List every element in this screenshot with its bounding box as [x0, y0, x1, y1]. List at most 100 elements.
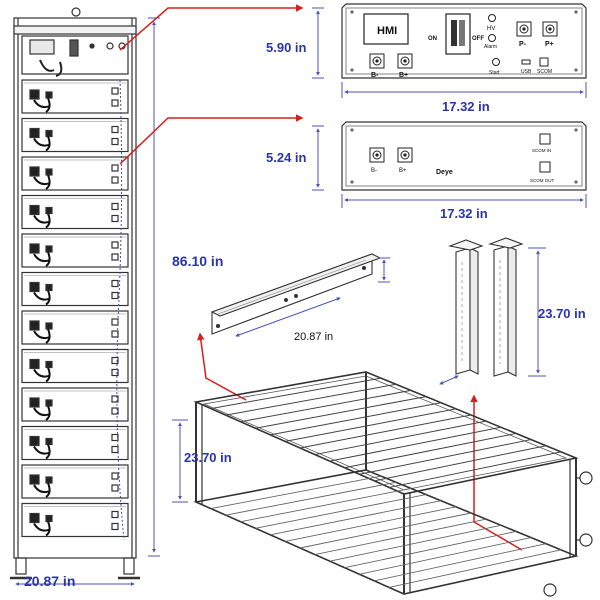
breaker-off-label: OFF [472, 36, 484, 42]
post-right [488, 237, 524, 377]
p-minus-label: P- [519, 41, 527, 48]
start-button-icon [492, 58, 500, 66]
post-height-dimension: 23.70 in [528, 247, 586, 377]
alarm-indicator-icon [488, 34, 496, 42]
module-b-minus-label: B- [371, 168, 377, 174]
p-plus-label: P+ [545, 41, 554, 48]
scom-port-icon [539, 57, 549, 67]
frame-slat-top [359, 439, 532, 475]
frame-slat-bottom [255, 494, 427, 529]
frame-slat-top [299, 414, 472, 449]
scom-label: SCOM [537, 69, 552, 75]
rack-module [21, 233, 129, 268]
module-b-minus-terminal-icon [369, 147, 385, 163]
frame-top [193, 371, 579, 495]
scom-out-port-icon [539, 161, 551, 173]
rack-width-dimension: 20.87 in [15, 573, 135, 589]
hmi-screen [363, 13, 409, 45]
start-label: Start [489, 70, 500, 76]
frame-slat-bottom [314, 518, 487, 556]
module-width-label: 17.32 in [440, 206, 488, 221]
rack-module [21, 425, 129, 461]
post-width-dimension [439, 375, 459, 385]
p-minus-terminal-icon [516, 21, 532, 37]
hmi-b-plus-terminal-icon [397, 53, 413, 69]
rail-height-dimension [378, 257, 390, 283]
frame-height-dimension: 23.70 in [172, 419, 232, 503]
scom-out-label: SCOM OUT [530, 178, 555, 183]
frame-slat-top [270, 402, 442, 436]
mounting-rail [210, 253, 382, 335]
rack-hmi-unit [21, 35, 129, 75]
rack-height-label: 86.10 in [172, 253, 223, 269]
module-housing [341, 121, 587, 191]
frame-slat-top [210, 377, 382, 410]
callout-arrow-rail [197, 332, 247, 401]
hv-label: HV [487, 26, 495, 32]
rack-module [21, 117, 129, 153]
callout-arrow-module [119, 114, 304, 165]
battery-module-panel: B- B+ Deye SCOM IN SCOM OUT [341, 121, 587, 191]
module-b-plus-label: B+ [399, 168, 407, 174]
frame-slat-bottom [240, 487, 412, 523]
frame-height-label: 23.70 in [184, 450, 232, 465]
battery-rack [10, 7, 140, 580]
rack-module [21, 387, 129, 422]
module-b-plus-terminal-icon [397, 147, 413, 163]
frame-slat-top [285, 408, 457, 442]
frame-slat-bottom [374, 543, 547, 582]
hmi-width-dimension: 17.32 in [341, 82, 587, 114]
usb-label: USB [521, 69, 532, 75]
frame-slat-top [255, 396, 427, 429]
hmi-b-plus-label: B+ [399, 72, 408, 79]
module-height-dimension: 5.24 in [266, 125, 324, 191]
hv-indicator-icon [488, 14, 496, 22]
rail-length-dimension: 20.87 in [235, 297, 341, 343]
rack-foot-right [123, 557, 135, 575]
frame-slat-bottom [225, 481, 397, 516]
post-height-label: 23.70 in [538, 306, 586, 321]
frame-bottom [193, 469, 579, 595]
frame-slat-top [374, 445, 547, 482]
frame-slat-bottom [210, 475, 382, 510]
hmi-breaker [445, 13, 471, 55]
frame-slat-bottom [285, 506, 457, 542]
rack-module [21, 79, 129, 114]
frame-slats [210, 377, 562, 588]
frame-slat-bottom [329, 524, 502, 562]
module-height-label: 5.24 in [266, 150, 307, 165]
brand-logo: Deye [436, 169, 453, 176]
rack-width-label: 20.87 in [24, 573, 75, 589]
frame-slat-bottom [389, 549, 562, 588]
rack-module [21, 194, 129, 230]
module-width-dimension: 17.32 in [341, 194, 587, 221]
hmi-height-label: 5.90 in [266, 40, 307, 55]
rack-module [21, 271, 129, 307]
rack-lifting-eye [71, 7, 81, 17]
scom-in-label: SCOM IN [532, 148, 551, 153]
rack-module [21, 310, 129, 345]
rack-module [21, 502, 129, 538]
rack-foot-left [15, 557, 27, 575]
frame-slat-bottom [299, 512, 472, 549]
hmi-width-label: 17.32 in [442, 99, 490, 114]
usb-port-icon [521, 59, 531, 65]
horizontal-rack-frame [193, 371, 593, 597]
frame-slat-top [344, 432, 517, 469]
vertical-posts [448, 237, 524, 377]
hmi-screen-label: HMI [377, 25, 397, 37]
rail-length-label: 20.87 in [294, 331, 333, 343]
frame-slat-bottom [270, 500, 442, 536]
frame-slat-top [240, 389, 412, 423]
callout-arrow-hmi [119, 4, 304, 51]
breaker-on-label: ON [428, 36, 437, 42]
hmi-panel: HMI ON OFF HV Alarm Start USB SCOM P- P+ [341, 3, 587, 79]
hmi-b-minus-label: B- [371, 72, 379, 79]
hmi-b-minus-terminal-icon [369, 53, 385, 69]
frame-slat-bottom [344, 530, 517, 569]
rack-module [21, 156, 129, 191]
rack-module-stack [21, 79, 129, 538]
rack-module [21, 464, 129, 499]
